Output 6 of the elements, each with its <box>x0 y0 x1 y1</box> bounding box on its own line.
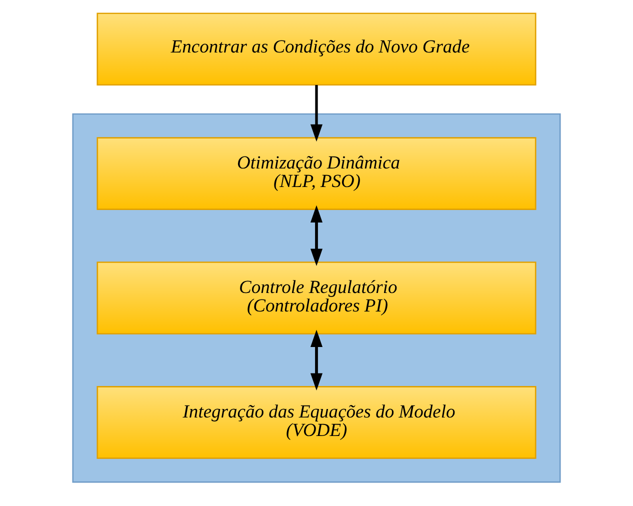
cluster <box>72 113 561 483</box>
node-box: Encontrar as Condições do Novo Grade <box>96 12 536 86</box>
arrow <box>310 85 323 142</box>
node-box: Controle Regulatório (Controladores PI) <box>96 262 536 334</box>
node-box: Otimização Dinâmica (NLP, PSO) <box>96 137 536 210</box>
node-box: Integração das Equações do Modelo (VODE) <box>96 386 536 459</box>
